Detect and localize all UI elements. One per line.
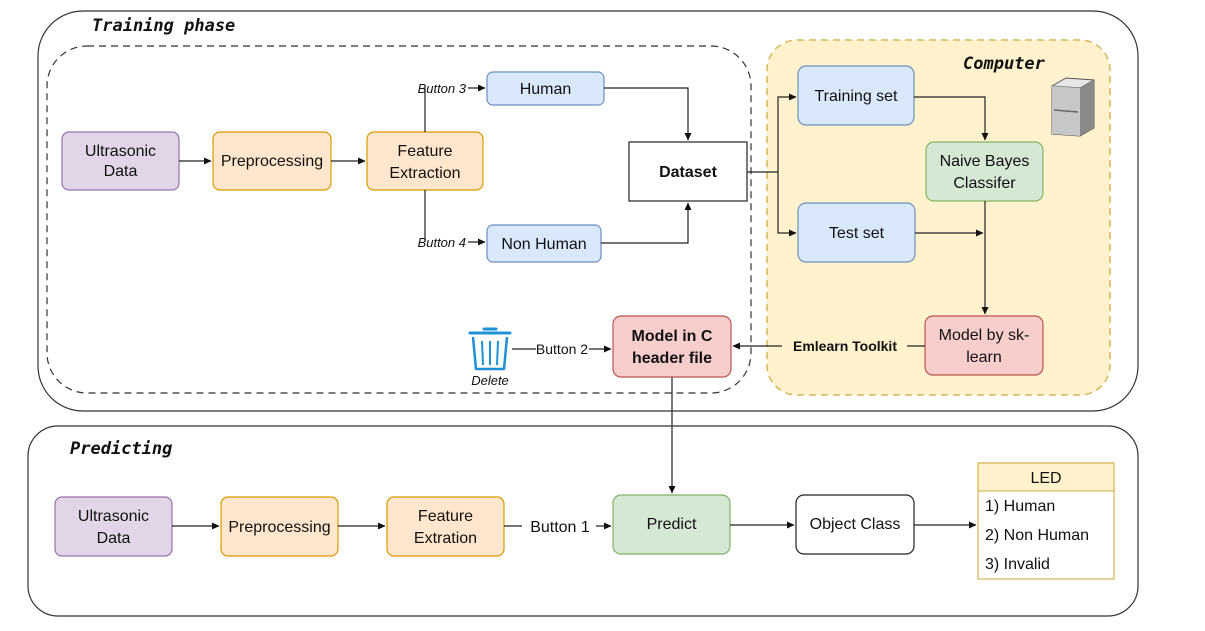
training-connectors bbox=[179, 84, 989, 494]
training-set-node: Training set bbox=[797, 65, 915, 126]
button1-label: Button 1 bbox=[530, 519, 590, 536]
computer-region bbox=[766, 39, 1111, 396]
dataset-label: Dataset bbox=[659, 164, 717, 181]
object-class-label: Object Class bbox=[810, 516, 901, 533]
led-table: LED 1) Human 2) Non Human 3) Invalid bbox=[977, 462, 1115, 580]
server-icon bbox=[1051, 77, 1095, 137]
led-item-1: 1) Human bbox=[985, 498, 1055, 515]
naive-bayes-line1: Naive Bayes bbox=[940, 153, 1030, 170]
non-human-node: Non Human bbox=[486, 224, 602, 263]
predicting-connectors bbox=[172, 521, 977, 530]
trash-icon bbox=[468, 327, 512, 371]
model-c-line1: Model in C bbox=[632, 328, 713, 345]
training-set-label: Training set bbox=[815, 88, 899, 105]
model-c-header-node: Model in C header file bbox=[612, 315, 732, 378]
button3-label: Button 3 bbox=[418, 81, 467, 96]
test-set-label: Test set bbox=[829, 225, 885, 242]
pred-preprocessing-node: Preprocessing bbox=[220, 496, 339, 557]
train-preprocessing-label: Preprocessing bbox=[221, 153, 323, 170]
train-feature-line1: Feature bbox=[397, 143, 452, 160]
model-c-line2: header file bbox=[632, 350, 712, 367]
human-node: Human bbox=[486, 71, 605, 106]
dataset-node: Dataset bbox=[628, 141, 748, 202]
train-preprocessing-node: Preprocessing bbox=[212, 131, 332, 191]
training-phase-title: Training phase bbox=[92, 16, 235, 36]
computer-region-title: Computer bbox=[963, 54, 1046, 74]
model-sklearn-node: Model by sk- learn bbox=[924, 315, 1044, 376]
model-sklearn-line1: Model by sk- bbox=[939, 327, 1030, 344]
naive-bayes-node: Naive Bayes Classifer bbox=[925, 141, 1044, 202]
led-title: LED bbox=[1030, 470, 1061, 487]
pred-preprocessing-label: Preprocessing bbox=[228, 519, 330, 536]
pred-feature-line2: Extration bbox=[414, 530, 477, 547]
button4-label: Button 4 bbox=[418, 235, 466, 250]
pred-ultrasonic-line1: Ultrasonic bbox=[78, 508, 149, 525]
predict-label: Predict bbox=[647, 516, 697, 533]
train-ultrasonic-line1: Ultrasonic bbox=[85, 143, 156, 160]
model-sklearn-line2: learn bbox=[966, 349, 1002, 366]
led-item-3: 3) Invalid bbox=[985, 556, 1050, 573]
predicting-container bbox=[27, 425, 1139, 617]
test-set-node: Test set bbox=[797, 202, 916, 263]
button2-label: Button 2 bbox=[536, 341, 588, 357]
train-ultrasonic-line2: Data bbox=[104, 163, 138, 180]
predicting-title: Predicting bbox=[70, 439, 172, 459]
pred-ultrasonic-line2: Data bbox=[97, 530, 131, 547]
training-phase-container bbox=[37, 10, 1139, 412]
emlearn-label: Emlearn Toolkit bbox=[793, 338, 897, 354]
delete-label: Delete bbox=[471, 373, 509, 388]
train-ultrasonic-node: Ultrasonic Data bbox=[61, 131, 180, 191]
train-feature-line2: Extraction bbox=[389, 165, 460, 182]
led-item-2: 2) Non Human bbox=[985, 527, 1089, 544]
predict-node: Predict bbox=[612, 494, 731, 555]
naive-bayes-line2: Classifer bbox=[953, 175, 1016, 192]
pred-ultrasonic-node: Ultrasonic Data bbox=[54, 496, 173, 557]
object-class-node: Object Class bbox=[795, 494, 915, 555]
non-human-label: Non Human bbox=[501, 236, 586, 253]
pred-feature-node: Feature Extration bbox=[386, 496, 505, 557]
pred-feature-line1: Feature bbox=[418, 508, 473, 525]
human-label: Human bbox=[520, 81, 572, 98]
training-dashed-region bbox=[46, 45, 752, 394]
train-feature-node: Feature Extraction bbox=[366, 131, 484, 191]
